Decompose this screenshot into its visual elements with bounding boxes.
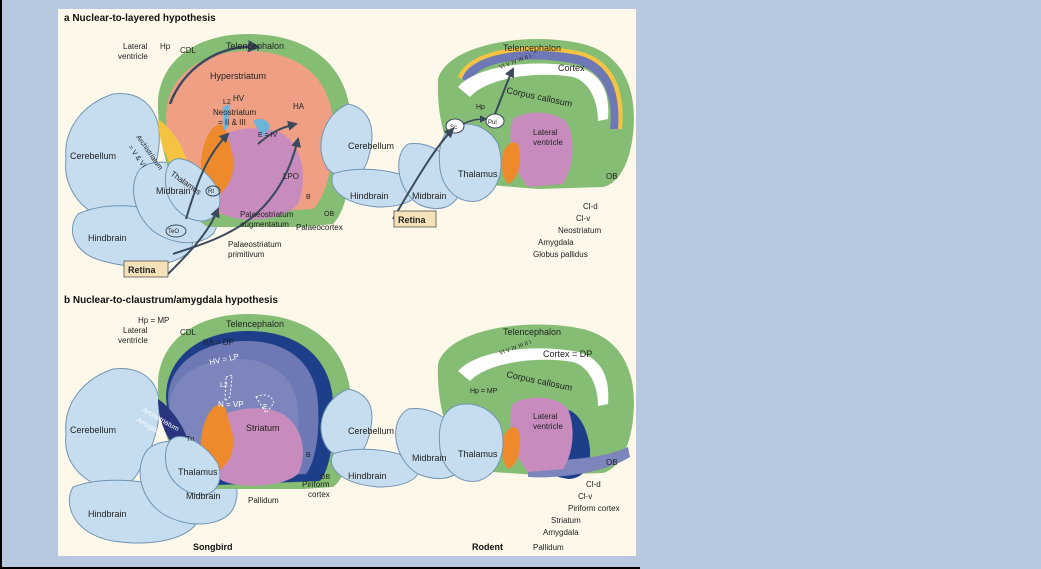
label-hp: Hp bbox=[476, 104, 485, 111]
label-ob: OB bbox=[606, 458, 618, 467]
label-retina: Retina bbox=[128, 265, 157, 275]
label-pallidum: Pallidum bbox=[248, 496, 279, 505]
label-n-vp: N = VP bbox=[218, 400, 244, 409]
label-cl-v: Cl-v bbox=[578, 492, 592, 501]
panel-b-title: b Nuclear-to-claustrum/amygdala hypothes… bbox=[64, 295, 278, 306]
label-cortex: Cortex bbox=[558, 63, 585, 73]
label-e-iv: E = IV bbox=[258, 132, 278, 139]
label-neostriatum: Neostriatum bbox=[558, 226, 601, 235]
label-l2: L2 bbox=[223, 99, 231, 106]
label-lpo: LPO bbox=[283, 172, 299, 181]
label-piriform-cortex: Piriform cortex bbox=[568, 504, 620, 513]
panel-a-rodent: Telencephalon VI V IV III II I Cortex Co… bbox=[321, 39, 634, 259]
label-retina: Retina bbox=[398, 215, 427, 225]
label-hyperstriatum: Hyperstriatum bbox=[210, 71, 266, 81]
label-cdl: CDL bbox=[180, 328, 197, 337]
label-amygdala: Amygdala bbox=[538, 238, 574, 247]
label-hindbrain: Hindbrain bbox=[88, 233, 127, 243]
label-palaeocortex: Palaeocortex bbox=[296, 223, 343, 232]
label-rt: Rt bbox=[208, 189, 214, 195]
label-telencephalon: Telencephalon bbox=[503, 43, 561, 53]
label-thalamus: Thalamus bbox=[458, 449, 498, 459]
label-hv: HV bbox=[233, 94, 245, 103]
label-cl-d: Cl-d bbox=[583, 202, 598, 211]
label-cl-d: Cl-d bbox=[586, 480, 601, 489]
label-e: E bbox=[263, 404, 268, 411]
label-hindbrain: Hindbrain bbox=[350, 191, 389, 201]
label-cerebellum: Cerebellum bbox=[70, 425, 116, 435]
label-teo: TeO bbox=[168, 229, 179, 235]
label-striatum: Striatum bbox=[551, 516, 581, 525]
label-cdl: CDL bbox=[180, 46, 197, 55]
label-midbrain: Midbrain bbox=[412, 191, 447, 201]
label-ob: OB bbox=[606, 172, 618, 181]
label-cl-v: Cl-v bbox=[576, 214, 590, 223]
label-ob: OB bbox=[324, 211, 334, 218]
label-telencephalon: Telencephalon bbox=[226, 319, 284, 329]
caption-songbird: Songbird bbox=[193, 542, 233, 552]
label-midbrain: Midbrain bbox=[156, 186, 191, 196]
label-b: B bbox=[306, 452, 311, 459]
label-pallidum: Pallidum bbox=[533, 543, 564, 552]
label-thalamus: Thalamus bbox=[178, 467, 218, 477]
label-cerebellum: Cerebellum bbox=[348, 141, 394, 151]
label-hp-mp: Hp = MP bbox=[138, 316, 169, 325]
label-thalamus: Thalamus bbox=[458, 169, 498, 179]
label-cortex-dp: Cortex = DP bbox=[543, 349, 592, 359]
label-l2: L2 bbox=[220, 382, 228, 389]
label-striatum: Striatum bbox=[246, 423, 280, 433]
label-hp: Hp bbox=[160, 42, 171, 51]
label-b: B bbox=[306, 194, 311, 201]
window-left-edge bbox=[0, 0, 2, 569]
label-cerebellum: Cerebellum bbox=[70, 151, 116, 161]
label-midbrain: Midbrain bbox=[412, 453, 447, 463]
caption-rodent: Rodent bbox=[472, 542, 503, 552]
label-hindbrain: Hindbrain bbox=[88, 509, 127, 519]
label-pul: Pul bbox=[488, 120, 497, 126]
label-ha-dp: HA = DP bbox=[203, 338, 234, 347]
label-cerebellum: Cerebellum bbox=[348, 426, 394, 436]
panel-a-title: a Nuclear-to-layered hypothesis bbox=[64, 13, 216, 24]
label-telencephalon: Telencephalon bbox=[503, 327, 561, 337]
label-ha: HA bbox=[293, 102, 305, 111]
label-sc: Sc bbox=[450, 125, 457, 131]
label-tn: Tn bbox=[186, 436, 194, 443]
panel-b-rodent: Telencephalon VI V IV III II I Cortex = … bbox=[321, 324, 634, 552]
label-hp-mp: Hp = MP bbox=[470, 388, 498, 395]
label-amygdala: Amygdala bbox=[543, 528, 579, 537]
thalamus-shape bbox=[439, 404, 503, 481]
label-globus-pallidus: Globus pallidus bbox=[533, 250, 588, 259]
thalamus-shape bbox=[439, 124, 501, 201]
label-midbrain: Midbrain bbox=[186, 491, 221, 501]
label-telencephalon: Telencephalon bbox=[226, 41, 284, 51]
label-hindbrain: Hindbrain bbox=[348, 471, 387, 481]
